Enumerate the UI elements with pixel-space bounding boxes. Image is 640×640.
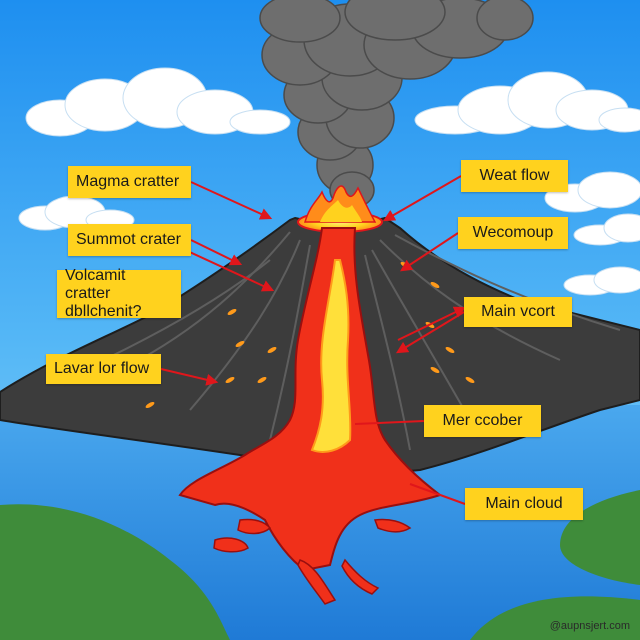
cloud-right-low bbox=[563, 213, 640, 296]
arrow-main-cloud bbox=[409, 483, 466, 505]
arrow-main-vcort-back bbox=[397, 306, 467, 341]
lava-core bbox=[310, 259, 352, 453]
label-mer-ccober: Mer ccober bbox=[424, 405, 541, 437]
arrow-magma-cratter bbox=[190, 181, 273, 220]
label-main-vcort: Main vcort bbox=[464, 297, 572, 327]
arrow-summot-crater bbox=[190, 239, 243, 266]
arrow-volcamit-cratter bbox=[180, 247, 275, 292]
lava-tongues bbox=[213, 518, 412, 605]
lava-flow bbox=[178, 227, 443, 572]
arrow-mer-ccober bbox=[354, 420, 425, 425]
arrow-wecomoup bbox=[399, 232, 459, 272]
label-summot-crater: Summot crater bbox=[68, 224, 191, 256]
grass-right-bottom bbox=[470, 596, 640, 640]
label-wecomoup: Wecomoup bbox=[458, 217, 568, 249]
arrow-lavar-flow bbox=[160, 368, 219, 386]
label-magma-cratter: Magma cratter bbox=[68, 166, 191, 198]
label-volcamit-cratter: Volcamit cratter dbllchenit? bbox=[57, 267, 181, 320]
cloud-right bbox=[414, 71, 640, 135]
watermark: @aupnsjert.com bbox=[549, 620, 630, 632]
arrow-main-vcort bbox=[395, 311, 465, 354]
label-main-cloud: Main cloud bbox=[465, 488, 583, 520]
label-weat-flow: Weat flow bbox=[461, 160, 568, 192]
cloud-left bbox=[25, 67, 291, 137]
label-lavar-lor-flow: Lavar lor flow bbox=[46, 354, 161, 384]
arrow-weat-flow bbox=[382, 175, 462, 222]
pointer-arrows bbox=[160, 175, 467, 505]
grass-left bbox=[0, 504, 230, 640]
